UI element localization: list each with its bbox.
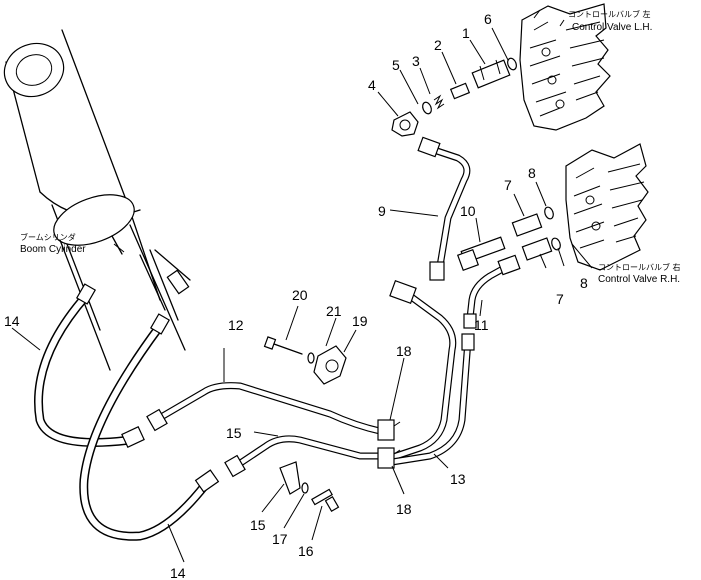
cv-left-jp-label: コントロールバルブ 左 bbox=[568, 9, 651, 19]
clamp-18-upper bbox=[377, 419, 395, 441]
callout-11: 11 bbox=[474, 317, 489, 333]
callout-9: 9 bbox=[378, 203, 386, 219]
callout-13: 13 bbox=[450, 471, 466, 487]
callout-15a: 15 bbox=[226, 425, 242, 441]
callout-18a: 18 bbox=[396, 343, 412, 359]
boom-cylinder-jp-label: ブームシリンダ bbox=[20, 232, 76, 242]
control-valve-rh bbox=[565, 143, 649, 271]
fittings-lh bbox=[391, 57, 517, 137]
callout-8b: 8 bbox=[580, 275, 588, 291]
callout-20: 20 bbox=[292, 287, 308, 303]
part-16-bolt bbox=[311, 488, 333, 506]
part-21-washer bbox=[307, 352, 315, 364]
control-valve-lh bbox=[519, 3, 611, 131]
cv-right-en-label: Control Valve R.H. bbox=[598, 274, 680, 285]
callout-7b: 7 bbox=[556, 291, 564, 307]
part-15-clamp bbox=[279, 461, 301, 495]
callout-6: 6 bbox=[484, 11, 492, 27]
clamp-18-lower bbox=[377, 447, 395, 469]
hose-14-left bbox=[34, 283, 145, 448]
boom-cylinder-en-label: Boom Cylinder bbox=[20, 244, 86, 255]
part-5-ring bbox=[422, 101, 432, 115]
pipe-12 bbox=[146, 382, 388, 478]
lower-clamp-parts bbox=[279, 461, 340, 513]
cv-right-jp-label: コントロールバルブ 右 bbox=[598, 262, 681, 272]
part-19-clamp bbox=[313, 345, 347, 385]
callout-17: 17 bbox=[272, 531, 288, 547]
callout-16: 16 bbox=[298, 543, 314, 559]
callout-21: 21 bbox=[326, 303, 342, 319]
upper-clamp-parts bbox=[263, 336, 347, 385]
part-4-elbow bbox=[391, 111, 419, 137]
part-20-bolt-head bbox=[263, 336, 277, 350]
part-8-ring-a bbox=[544, 206, 554, 220]
callout-15b: 15 bbox=[250, 517, 266, 533]
pipe-11 bbox=[463, 254, 521, 329]
callout-numbers: 1 2 3 4 5 6 7 8 9 10 11 12 13 14 14 15 1… bbox=[4, 11, 588, 580]
part-2-union bbox=[449, 82, 471, 100]
part-17-washer bbox=[301, 482, 309, 494]
callout-18b: 18 bbox=[396, 501, 412, 517]
part-1-adapter bbox=[471, 59, 511, 89]
cv-left-en-label: Control Valve L.H. bbox=[572, 22, 652, 33]
pipe-9 bbox=[417, 136, 471, 281]
callout-2: 2 bbox=[434, 37, 442, 53]
callout-12: 12 bbox=[228, 317, 244, 333]
callout-14a: 14 bbox=[4, 313, 20, 329]
callout-10: 10 bbox=[460, 203, 476, 219]
part-7-adapter-b bbox=[521, 237, 553, 261]
text-labels: コントロールバルブ 左 Control Valve L.H. コントロールバルブ… bbox=[20, 9, 681, 285]
callout-3: 3 bbox=[412, 53, 420, 69]
callout-1: 1 bbox=[462, 25, 470, 41]
boom-cylinder bbox=[3, 29, 191, 371]
part-3-spring bbox=[433, 94, 445, 110]
fittings-rh bbox=[511, 206, 561, 261]
clamps-18 bbox=[377, 419, 401, 469]
leader-lines bbox=[11, 9, 593, 563]
callout-19: 19 bbox=[352, 313, 368, 329]
pipe-10 bbox=[456, 236, 506, 272]
callout-8a: 8 bbox=[528, 165, 536, 181]
part-8-ring-b bbox=[551, 237, 561, 251]
part-7-adapter-a bbox=[511, 213, 543, 237]
callout-4: 4 bbox=[368, 77, 376, 93]
pipe-13 bbox=[386, 279, 475, 466]
hose-14-lower bbox=[79, 313, 220, 541]
callout-14b: 14 bbox=[170, 565, 186, 580]
callout-5: 5 bbox=[392, 57, 400, 73]
part-6-ring bbox=[507, 57, 517, 71]
callout-7a: 7 bbox=[504, 177, 512, 193]
